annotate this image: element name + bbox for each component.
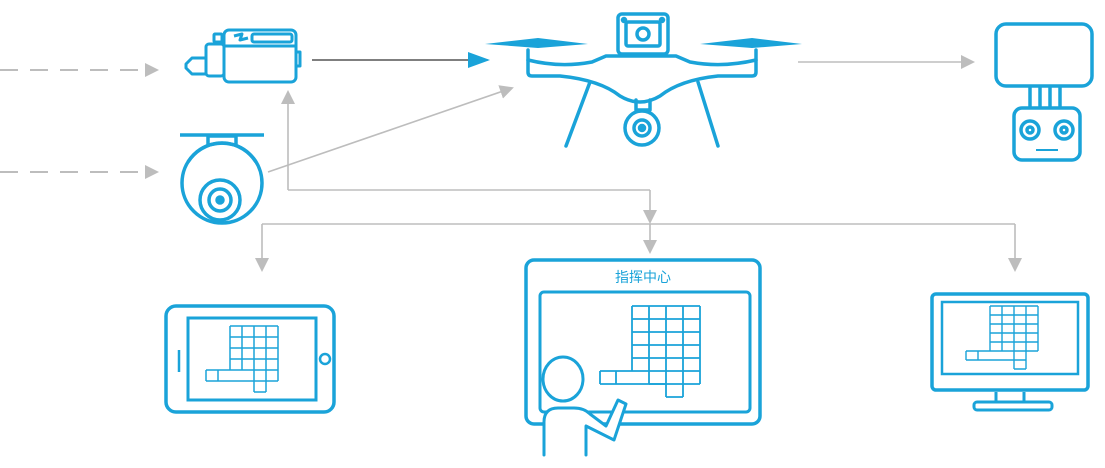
desktop-monitor-icon: [930, 292, 1090, 412]
gimbal-camera-icon: [180, 133, 264, 225]
payload-camera-module-icon: [184, 28, 302, 84]
tablet-icon: [164, 304, 336, 414]
presenter-person-icon: [541, 355, 628, 457]
command-center-screen-icon: 指挥中心: [524, 258, 762, 426]
input-arrows: [0, 63, 159, 179]
drone-icon: [485, 12, 802, 148]
tablet-grid: [205, 325, 279, 393]
command-center-label: 指挥中心: [615, 270, 671, 286]
desktop-grid: [965, 305, 1039, 370]
connection-lines: [255, 52, 1022, 272]
gimbal-to-drone-line: [267, 85, 514, 173]
command-center-grid: [599, 305, 701, 398]
remote-controller-icon: [994, 22, 1094, 162]
